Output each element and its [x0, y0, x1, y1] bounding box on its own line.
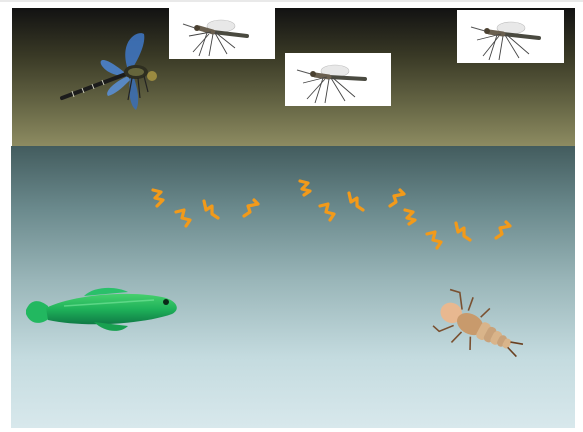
top-divider: [0, 0, 583, 2]
larva-icon: [198, 198, 222, 222]
larva-icon: [399, 206, 423, 230]
mosquito-larva: [399, 206, 423, 230]
mosquito-larva: [423, 228, 447, 252]
fish-image: [24, 284, 182, 340]
dragonfly-icon: [58, 30, 162, 112]
larva-icon: [238, 196, 262, 220]
nymph-icon: [420, 296, 530, 364]
larva-icon: [343, 190, 367, 214]
mosquito-icon: [457, 10, 564, 63]
mosquito-icon: [169, 6, 275, 59]
mosquito-larva: [343, 190, 367, 214]
dragonfly-nymph-image: [420, 296, 530, 364]
dragonfly-image: [58, 30, 162, 112]
larva-icon: [147, 186, 171, 210]
larva-icon: [172, 206, 196, 230]
mosquito-photo-1: [169, 6, 275, 59]
mosquito-larva: [172, 206, 196, 230]
mosquito-larva: [450, 220, 474, 244]
larva-icon: [294, 177, 318, 201]
mosquito-larva: [238, 196, 262, 220]
mosquito-larva: [316, 200, 340, 224]
mosquito-icon: [285, 53, 391, 106]
larva-icon: [490, 218, 514, 242]
mosquito-photo-2: [285, 53, 391, 106]
mosquito-photo-3: [457, 10, 564, 63]
mosquito-larva: [147, 186, 171, 210]
mosquito-larva: [490, 218, 514, 242]
larva-icon: [316, 200, 340, 224]
fish-icon: [24, 284, 182, 340]
mosquito-larva: [198, 198, 222, 222]
larva-icon: [423, 228, 447, 252]
larva-icon: [450, 220, 474, 244]
mosquito-larva: [294, 177, 318, 201]
